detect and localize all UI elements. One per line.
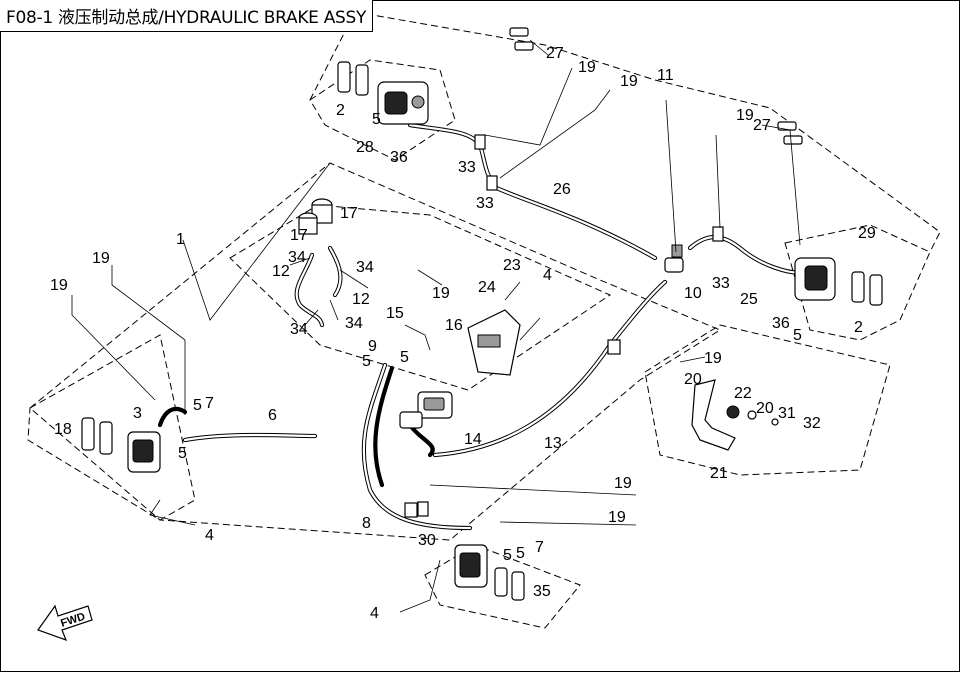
callout-27: 27 — [546, 45, 564, 62]
callout-6: 6 — [268, 407, 277, 424]
title-box: F08-1 液压制动总成/HYDRAULIC BRAKE ASSY — [0, 0, 374, 32]
outline-master-cylinder — [229, 204, 612, 391]
callout-labels: 1 2 2 3 4 4 4 5 5 5 5 5 5 5 5 6 7 7 8 9 … — [50, 45, 876, 622]
callout-19: 19 — [92, 250, 110, 267]
callout-34: 34 — [288, 249, 306, 266]
callout-26: 26 — [553, 181, 571, 198]
outline-front-left-caliper — [27, 334, 196, 521]
callout-27: 27 — [753, 117, 771, 134]
callout-5: 5 — [193, 397, 202, 414]
rear-caliper — [454, 544, 525, 601]
callout-20: 20 — [684, 371, 702, 388]
callout-23: 23 — [503, 257, 521, 274]
front-left-caliper — [81, 417, 161, 473]
components — [81, 27, 883, 601]
fwd-label: FWD — [59, 611, 87, 630]
callout-28: 28 — [356, 139, 374, 156]
outline-front-right-caliper — [309, 59, 456, 161]
callout-8: 8 — [362, 515, 371, 532]
fluid-reservoirs — [298, 198, 333, 235]
callout-2: 2 — [854, 319, 863, 336]
callout-5: 5 — [516, 545, 525, 562]
callout-5: 5 — [178, 445, 187, 462]
callout-15: 15 — [386, 305, 404, 322]
callout-5: 5 — [503, 547, 512, 564]
outline-top-frame — [309, 11, 941, 253]
callout-34: 34 — [290, 321, 308, 338]
callout-4: 4 — [370, 605, 379, 622]
hose-fittings — [509, 27, 803, 145]
callout-17: 17 — [340, 205, 358, 222]
callout-14: 14 — [464, 431, 482, 448]
callout-3: 3 — [133, 405, 142, 422]
callout-5: 5 — [372, 111, 381, 128]
callout-13: 13 — [544, 435, 562, 452]
callout-17: 17 — [290, 227, 308, 244]
outline-brake-pedal — [644, 324, 891, 476]
fwd-arrow-icon: FWD — [37, 604, 93, 642]
callout-16: 16 — [445, 317, 463, 334]
callout-19: 19 — [578, 59, 596, 76]
callout-29: 29 — [858, 225, 876, 242]
callout-5: 5 — [400, 349, 409, 366]
brake-pedal — [691, 379, 779, 451]
rear-right-caliper — [794, 257, 883, 306]
callout-30: 30 — [418, 532, 436, 549]
callout-34: 34 — [345, 315, 363, 332]
callout-25: 25 — [740, 291, 758, 308]
bracket — [467, 309, 521, 376]
callout-19: 19 — [736, 107, 754, 124]
callout-7: 7 — [205, 395, 214, 412]
callout-2: 2 — [336, 102, 345, 119]
hose-clamps — [404, 134, 724, 518]
callout-12: 12 — [352, 291, 370, 308]
callout-35: 35 — [533, 583, 551, 600]
callout-7: 7 — [535, 539, 544, 556]
leader-lines — [71, 39, 801, 613]
callout-11: 11 — [657, 67, 674, 84]
callout-32: 32 — [803, 415, 821, 432]
callout-33: 33 — [458, 159, 476, 176]
callout-19: 19 — [620, 73, 638, 90]
callout-19: 19 — [608, 509, 626, 526]
front-right-caliper — [337, 61, 429, 125]
callout-22: 22 — [734, 385, 752, 402]
callout-9: 9 — [368, 338, 377, 355]
callout-19: 19 — [50, 277, 68, 294]
callout-1: 1 — [176, 231, 185, 248]
callout-19: 19 — [432, 285, 450, 302]
callout-5: 5 — [362, 353, 371, 370]
callout-18: 18 — [54, 421, 72, 438]
page-title: F08-1 液压制动总成/HYDRAULIC BRAKE ASSY — [6, 8, 367, 28]
callout-24: 24 — [478, 279, 496, 296]
callout-36: 36 — [390, 149, 408, 166]
callout-20: 20 — [756, 400, 774, 417]
callout-36: 36 — [772, 315, 790, 332]
callout-21: 21 — [710, 465, 728, 482]
outline-main-front — [29, 162, 722, 541]
callout-4: 4 — [205, 527, 214, 544]
callout-33: 33 — [712, 275, 730, 292]
callout-19: 19 — [704, 350, 722, 367]
callout-12: 12 — [272, 263, 290, 280]
callout-34: 34 — [356, 259, 374, 276]
junction-block — [664, 244, 684, 273]
callout-10: 10 — [684, 285, 702, 302]
callout-4: 4 — [543, 267, 552, 284]
callout-33: 33 — [476, 195, 494, 212]
master-cylinder — [399, 391, 453, 429]
callout-19: 19 — [614, 475, 632, 492]
callout-5: 5 — [793, 327, 802, 344]
outline-rear-right-caliper — [784, 224, 931, 341]
callout-31: 31 — [778, 405, 796, 422]
